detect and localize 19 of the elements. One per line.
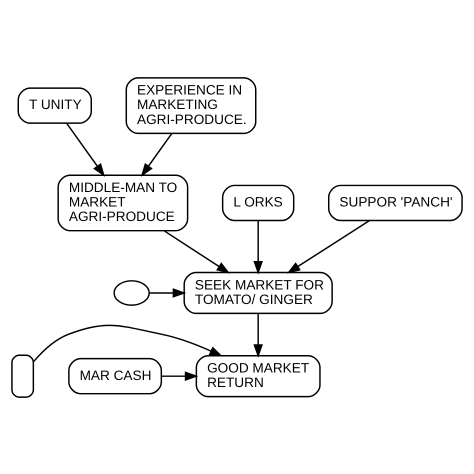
node-circle	[113, 280, 150, 306]
arrow	[164, 230, 230, 274]
arrow	[33, 324, 223, 362]
node-box: L ORKS	[222, 184, 294, 221]
arrow	[66, 122, 105, 176]
arrow	[162, 370, 198, 380]
arrow	[149, 288, 186, 298]
arrow	[286, 219, 370, 274]
node-box: SUPPOR 'PANCH'	[328, 184, 463, 221]
node-box: SEEK MARKET FOR TOMATO/ GINGER	[183, 271, 333, 314]
node-box: EXPERIENCE IN MARKETING AGRI-PRODUCE.	[126, 76, 256, 134]
node-box: T UNITY	[18, 86, 92, 124]
arrow	[140, 132, 172, 176]
node-box: GOOD MARKET RETURN	[196, 354, 321, 397]
node-box: MIDDLE-MAN TO MARKET AGRI-PRODUCE	[57, 174, 188, 231]
node-box: MAR CASH	[68, 357, 162, 394]
arrow	[253, 220, 263, 274]
node-box	[11, 354, 34, 398]
arrow	[253, 313, 263, 358]
